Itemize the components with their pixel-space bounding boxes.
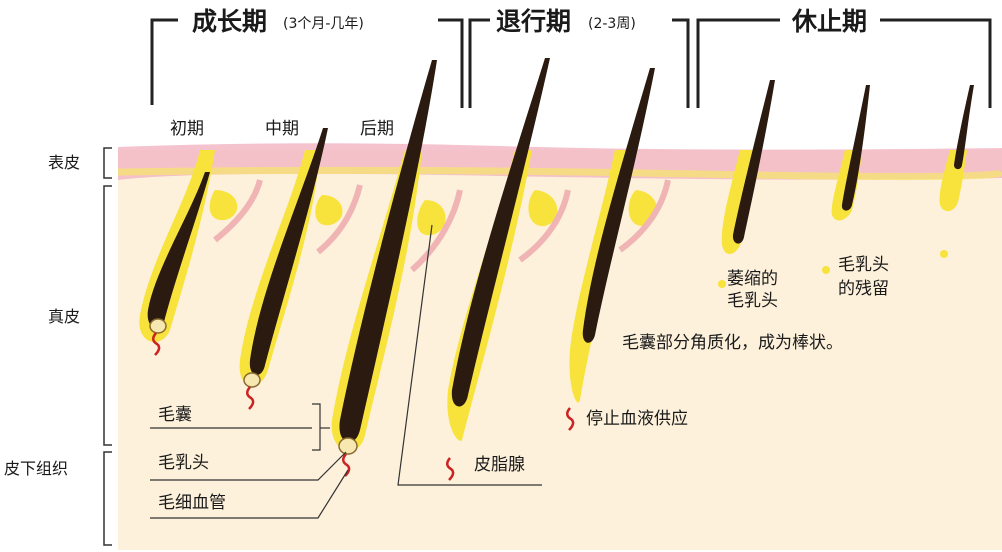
follicle-telogen-1 [718,80,775,288]
phase-bracket-growth [150,18,464,108]
note-residual-line2: 的残留 [838,279,889,299]
note-atrophy-line2: 毛乳头 [727,291,778,311]
leader-lines [150,224,542,519]
phase-bracket-resting [696,18,992,108]
layer-bracket [103,147,112,546]
follicle-telogen-3 [939,85,974,258]
label-papilla: 毛乳头 [158,453,209,473]
layer-label-dermis: 真皮 [48,307,80,326]
follicle-middle [239,128,363,410]
note-keratinize: 毛囊部分角质化，成为棒状。 [622,333,843,353]
follicle-catagen-1 [446,58,571,481]
follicle-catagen-2 [566,68,671,431]
layer-label-epidermis: 表皮 [48,153,80,172]
label-sebaceous: 皮脂腺 [474,455,525,475]
stage-label-middle: 中期 [265,119,299,139]
follicle-telogen-2 [822,85,870,274]
note-stop-blood: 停止血液供应 [586,409,688,429]
follicle-late [331,60,463,477]
layer-label-subcutis: 皮下组织 [4,459,68,478]
stage-label-early: 初期 [170,119,204,139]
label-follicle: 毛囊 [158,405,192,425]
label-capillary: 毛细血管 [158,493,226,513]
phase-title-growth: 成长期 [192,7,267,36]
note-residual-line1: 毛乳头 [838,255,889,275]
phase-sub-growth: (3个月-几年) [283,16,364,32]
phase-title-regression: 退行期 [496,7,571,36]
phase-title-resting: 休止期 [791,7,867,36]
phase-bracket-regression [468,18,690,108]
stage-label-late: 后期 [360,119,394,139]
phase-sub-regression: (2-3周) [588,16,636,32]
follicle-early [139,150,263,356]
note-atrophy-line1: 萎缩的 [727,269,778,289]
